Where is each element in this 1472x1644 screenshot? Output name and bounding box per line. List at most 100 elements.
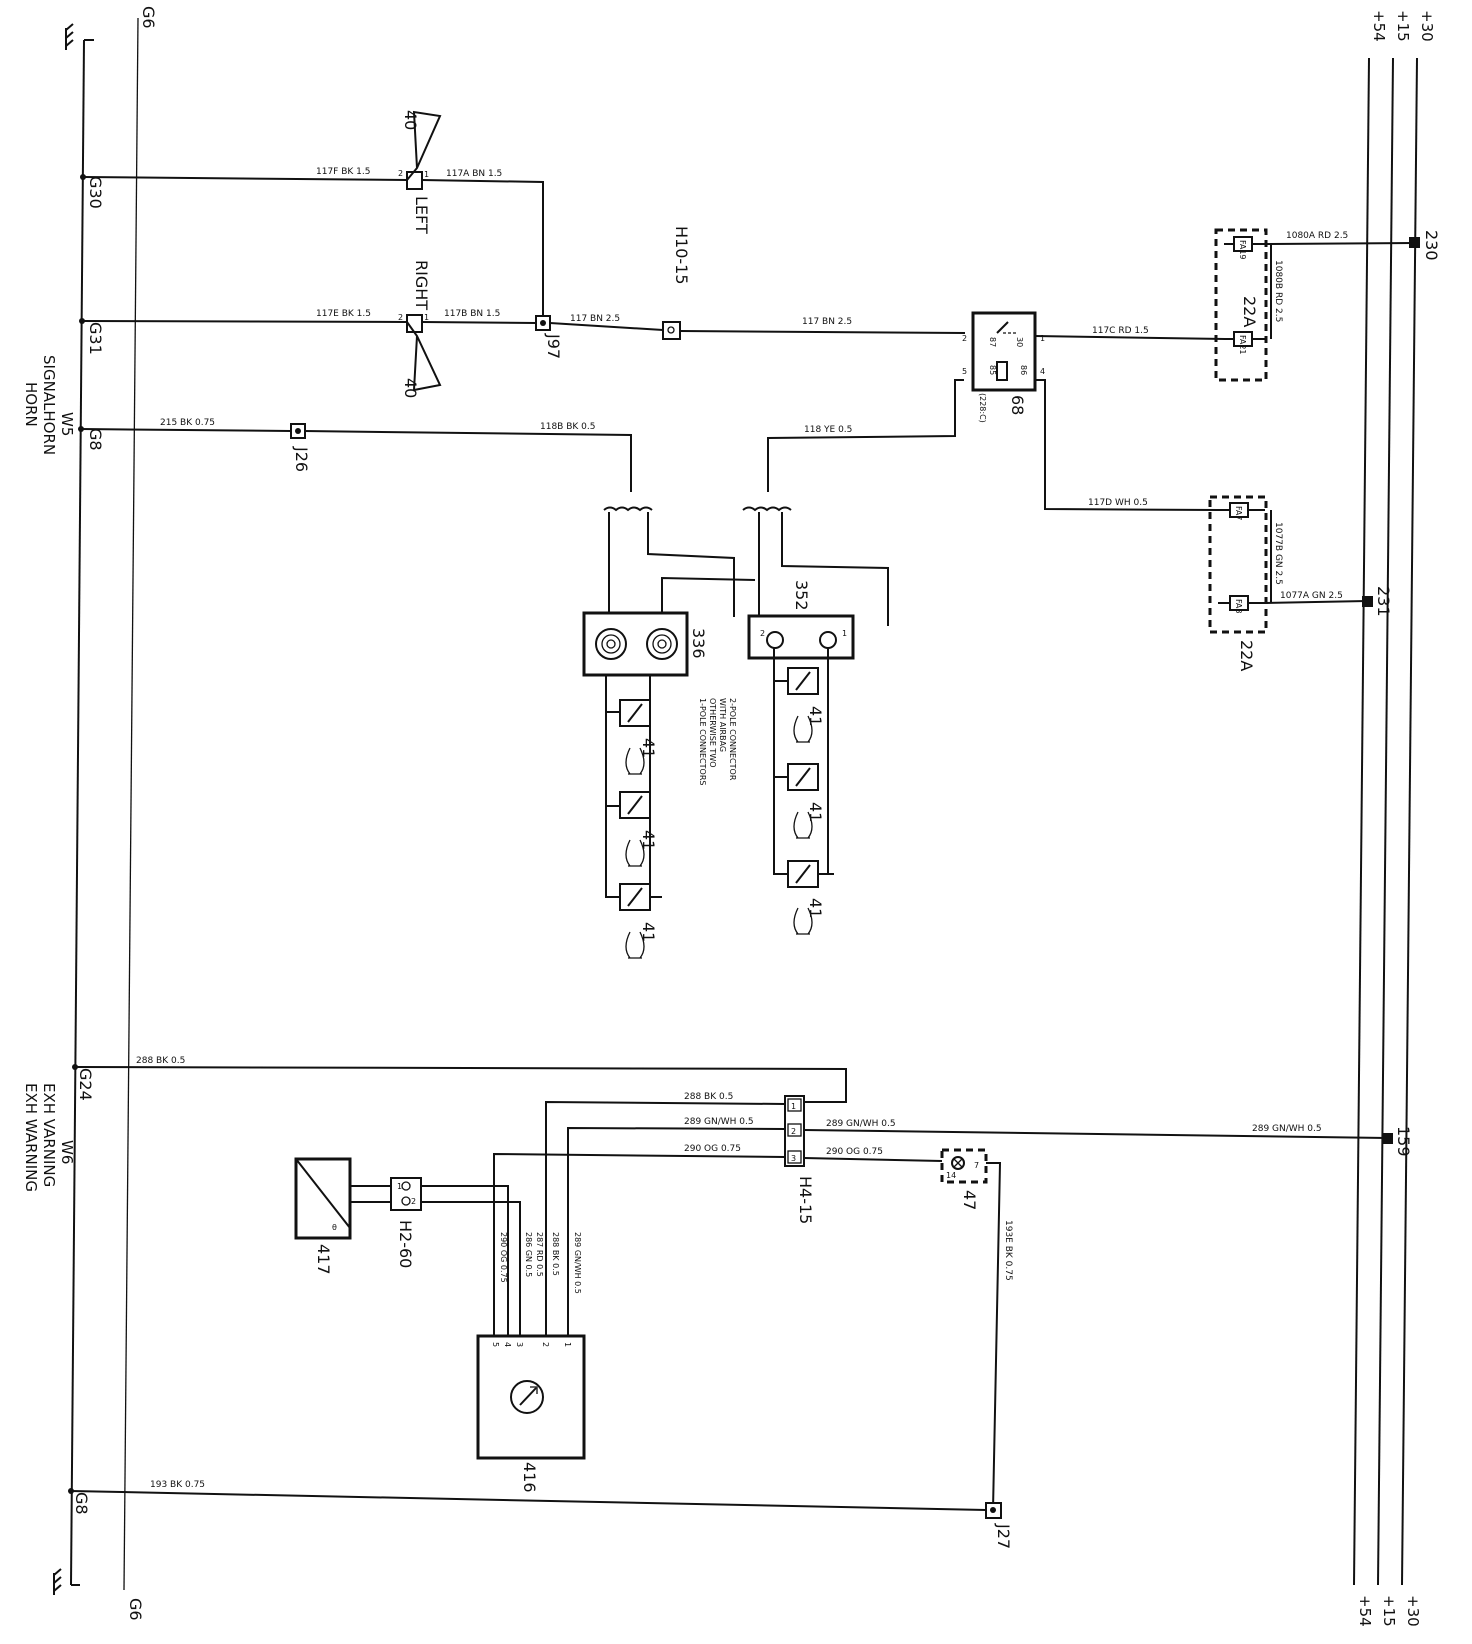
rail-54: [1353, 57, 1370, 1586]
svg-text:LEFT: LEFT: [412, 196, 431, 234]
svg-text:1: 1: [424, 313, 429, 322]
svg-text:230: 230: [1422, 230, 1441, 261]
ground-bus-g6: [123, 17, 139, 1591]
svg-text:41: 41: [806, 898, 825, 918]
splice-231: [1362, 596, 1373, 607]
svg-text:2: 2: [398, 169, 403, 178]
horn-button-ladder-336: 41 41 41: [605, 675, 662, 959]
svg-text:FA21: FA21: [1238, 335, 1247, 355]
wire-288-main: 288 BK 0.5: [136, 1056, 185, 1066]
svg-text:2-POLE CONNECTOR: 2-POLE CONNECTOR: [728, 698, 737, 781]
rail-54-top: +54: [1370, 10, 1388, 42]
sensor-417: θ 417: [294, 1157, 352, 1275]
svg-text:EXH VARNING: EXH VARNING: [40, 1083, 58, 1187]
wire-289-b: 289 GN/WH 0.5: [826, 1119, 896, 1129]
wire-118ye: 118 YE 0.5: [804, 425, 852, 435]
horn-40-left: 2 1 40 LEFT: [398, 110, 442, 234]
clock-spring-336: 336: [582, 611, 708, 677]
ground-point-g24: G24: [76, 1068, 95, 1101]
svg-text:WITH AIRBAG: WITH AIRBAG: [718, 698, 727, 752]
svg-text:SIGNALHORN: SIGNALHORN: [40, 355, 58, 455]
svg-text:OTHERWISE TWO: OTHERWISE TWO: [708, 698, 717, 768]
svg-text:J27: J27: [994, 1523, 1013, 1549]
ground-point-g31: G31: [86, 322, 105, 355]
ground-bus-label-top: G6: [139, 6, 158, 29]
svg-text:θ: θ: [332, 1223, 337, 1232]
ground-bus-left: [70, 39, 85, 1586]
svg-text:FA8: FA8: [1234, 599, 1243, 613]
svg-text:5: 5: [491, 1342, 500, 1347]
svg-text:40: 40: [401, 378, 420, 398]
horn-button-ladder-352: 41 41 41: [773, 648, 834, 935]
section-exh-title: W6 EXH VARNING EXH WARNING: [22, 1083, 76, 1192]
svg-text:87: 87: [988, 337, 997, 347]
wire-117a: 117A BN 1.5: [446, 169, 502, 179]
svg-text:85: 85: [988, 365, 997, 375]
svg-text:41: 41: [639, 738, 658, 758]
junction-j97: J97: [535, 315, 563, 359]
svg-text:231: 231: [1374, 586, 1393, 617]
rail-30-bottom: +30: [1404, 1595, 1422, 1627]
svg-text:30: 30: [1015, 337, 1024, 347]
svg-text:41: 41: [806, 706, 825, 726]
svg-text:HORN: HORN: [22, 382, 40, 427]
svg-text:1: 1: [1040, 334, 1045, 343]
rail-15: [1377, 57, 1394, 1586]
wire-290-416: 290 OG 0.75: [499, 1232, 508, 1283]
svg-text:2: 2: [398, 313, 403, 322]
svg-text:H4-15: H4-15: [796, 1176, 815, 1224]
svg-text:4: 4: [1040, 367, 1045, 376]
rail-54-bottom: +54: [1356, 1595, 1374, 1627]
wire-1080b: 1080B RD 2.5: [1273, 260, 1283, 322]
fuse-box-22a-bottom: FA7 FA8 22A: [1208, 495, 1268, 671]
rail-30-top: +30: [1418, 10, 1436, 42]
rail-15-top: +15: [1394, 10, 1412, 42]
svg-text:22A: 22A: [1237, 640, 1256, 671]
wire-289-a: 289 GN/WH 0.5: [684, 1117, 754, 1127]
svg-text:2: 2: [791, 1127, 796, 1136]
svg-text:2: 2: [962, 334, 967, 343]
svg-text:3: 3: [515, 1342, 524, 1347]
svg-text:1-POLE CONNECTORS: 1-POLE CONNECTORS: [698, 698, 707, 785]
wire-193: 193 BK 0.75: [150, 1480, 205, 1490]
wire-1080a: 1080A RD 2.5: [1286, 231, 1348, 241]
wire-117f: 117F BK 1.5: [316, 167, 370, 177]
svg-text:H10-15: H10-15: [672, 226, 691, 285]
svg-text:1: 1: [842, 629, 847, 638]
svg-text:EXH WARNING: EXH WARNING: [22, 1083, 40, 1192]
ground-symbol-top: [65, 23, 94, 50]
svg-text:4: 4: [503, 1342, 512, 1347]
wire-117b: 117B BN 1.5: [444, 309, 500, 319]
wire-1077b: 1077B GN 2.5: [1273, 522, 1283, 585]
wire-118b: 118B BK 0.5: [540, 422, 595, 432]
module-416: 5 4 3 2 1 416: [476, 1334, 586, 1493]
svg-text:40: 40: [401, 110, 420, 130]
svg-text:2: 2: [411, 1197, 416, 1206]
ground-point-g8-bottom: G8: [72, 1492, 91, 1515]
rail-30: [1401, 57, 1418, 1586]
svg-text:3: 3: [791, 1154, 796, 1163]
svg-text:1: 1: [397, 1182, 402, 1191]
connector-h4-15: 1 2 3 H4-15: [784, 1095, 815, 1224]
wire-1077a: 1077A GN 2.5: [1280, 591, 1343, 601]
ground-point-g8-top: G8: [86, 428, 105, 451]
wire-288-a: 288 BK 0.5: [684, 1092, 733, 1102]
airbag-unit-352: 2 1 352: [747, 580, 855, 660]
rail-15-bottom: +15: [1380, 1595, 1398, 1627]
svg-text:5: 5: [962, 367, 967, 376]
svg-text:336: 336: [689, 628, 708, 659]
svg-text:47: 47: [960, 1190, 979, 1210]
airbag-connector-note: 2-POLE CONNECTOR WITH AIRBAG OTHERWISE T…: [698, 698, 737, 785]
wire-117-a: 117 BN 2.5: [570, 314, 620, 324]
svg-text:W6: W6: [58, 1140, 76, 1164]
svg-text:W5: W5: [58, 412, 76, 436]
svg-text:159: 159: [1394, 1126, 1413, 1157]
splice-159: [1382, 1133, 1393, 1144]
ground-symbol-bottom: [53, 1568, 80, 1595]
fuse-box-22a-top: FA19 FA21 22A: [1214, 228, 1268, 382]
svg-text:416: 416: [520, 1462, 539, 1493]
connector-h10-15: H10-15: [662, 226, 691, 340]
wire-290-a: 290 OG 0.75: [684, 1144, 741, 1154]
svg-text:41: 41: [639, 922, 658, 942]
